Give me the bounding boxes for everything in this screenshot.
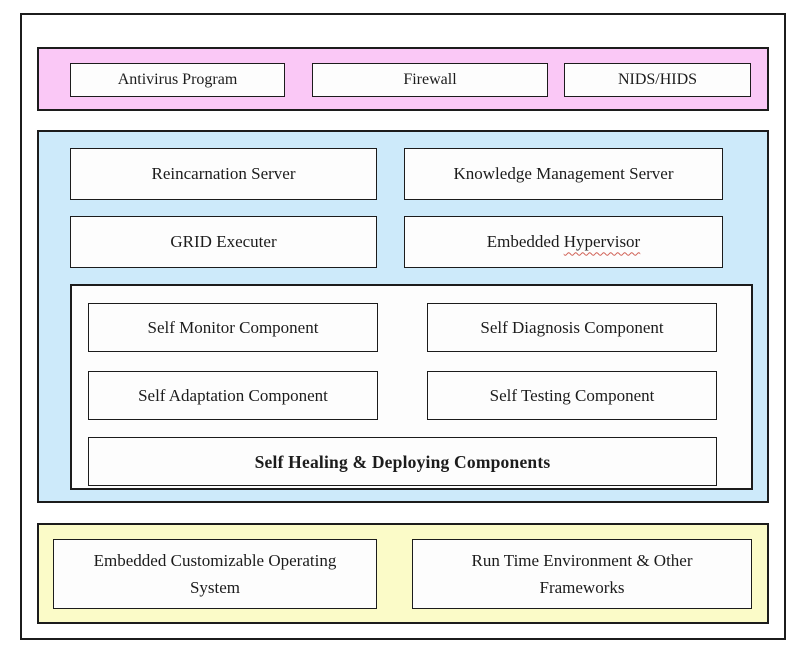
self-testing-component-label: Self Testing Component xyxy=(489,385,655,405)
outer-frame: Antivirus Program Firewall NIDS/HIDS Rei… xyxy=(20,13,786,640)
grid-executer-box: GRID Executer xyxy=(70,216,377,268)
self-diagnosis-component-label: Self Diagnosis Component xyxy=(480,317,664,337)
self-monitor-component-label: Self Monitor Component xyxy=(147,317,319,337)
embedded-customizable-os-box: Embedded Customizable Operating System xyxy=(53,539,377,609)
firewall-label: Firewall xyxy=(403,71,457,89)
antivirus-program-label: Antivirus Program xyxy=(117,71,238,89)
reincarnation-server-label: Reincarnation Server xyxy=(151,164,296,184)
self-adaptation-component-box: Self Adaptation Component xyxy=(88,371,378,420)
knowledge-management-server-label: Knowledge Management Server xyxy=(453,164,674,184)
nids-hids-box: NIDS/HIDS xyxy=(564,63,751,97)
grid-executer-label: GRID Executer xyxy=(170,232,277,252)
middleware-layer-band: Reincarnation Server Knowledge Managemen… xyxy=(37,130,769,503)
self-components-container: Self Monitor Component Self Diagnosis Co… xyxy=(70,284,753,490)
embedded-hypervisor-label: Embedded Hypervisor xyxy=(487,228,640,255)
antivirus-program-box: Antivirus Program xyxy=(70,63,285,97)
runtime-environment-label: Run Time Environment & Other Frameworks xyxy=(471,550,693,597)
runtime-environment-box: Run Time Environment & Other Frameworks xyxy=(412,539,752,609)
firewall-box: Firewall xyxy=(312,63,548,97)
reincarnation-server-box: Reincarnation Server xyxy=(70,148,377,200)
self-testing-component-box: Self Testing Component xyxy=(427,371,717,420)
security-layer-band: Antivirus Program Firewall NIDS/HIDS xyxy=(37,47,769,111)
embedded-customizable-os-label: Embedded Customizable Operating System xyxy=(93,550,337,597)
embedded-hypervisor-misspelled-word: Hypervisor xyxy=(563,232,641,252)
self-adaptation-component-label: Self Adaptation Component xyxy=(138,385,328,405)
self-monitor-component-box: Self Monitor Component xyxy=(88,303,378,352)
knowledge-management-server-box: Knowledge Management Server xyxy=(404,148,723,200)
embedded-hypervisor-prefix: Embedded xyxy=(486,232,560,252)
self-diagnosis-component-box: Self Diagnosis Component xyxy=(427,303,717,352)
embedded-hypervisor-box: Embedded Hypervisor xyxy=(404,216,723,268)
self-healing-deploying-components-box: Self Healing & Deploying Components xyxy=(88,437,717,486)
self-healing-deploying-components-label: Self Healing & Deploying Components xyxy=(254,451,551,472)
nids-hids-label: NIDS/HIDS xyxy=(617,71,698,89)
platform-layer-band: Embedded Customizable Operating System R… xyxy=(37,523,769,624)
